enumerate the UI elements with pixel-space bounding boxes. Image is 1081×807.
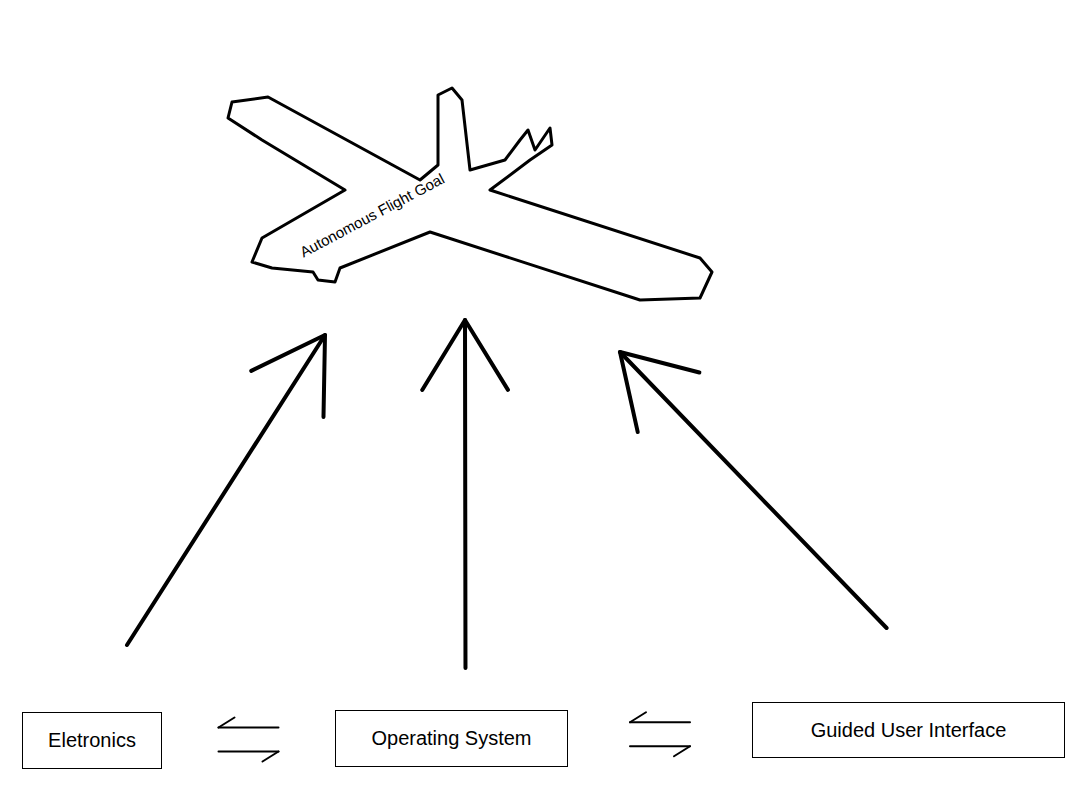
component-box: Guided User Interface xyxy=(752,702,1065,758)
component-box: Eletronics xyxy=(22,712,162,769)
harpoon-stroke xyxy=(219,718,235,728)
harpoon-stroke xyxy=(630,745,690,747)
arrow-stroke xyxy=(127,335,325,645)
harpoon-stroke xyxy=(219,727,279,729)
contribution-arrow xyxy=(127,335,325,645)
contribution-arrow xyxy=(422,320,508,668)
box-label: Eletronics xyxy=(48,729,136,752)
arrow-stroke xyxy=(251,335,325,417)
box-label: Operating System xyxy=(371,727,531,750)
airplane-shape: Autonomous Flight Goal xyxy=(215,80,720,310)
airplane-outline xyxy=(215,80,720,310)
airplane-outline-path xyxy=(228,88,712,300)
arrow-stroke xyxy=(620,352,887,628)
harpoon-stroke xyxy=(219,751,279,753)
harpoon-stroke xyxy=(263,752,279,762)
component-box: Operating System xyxy=(335,710,568,767)
arrow-stroke xyxy=(422,320,508,390)
harpoon-stroke xyxy=(630,712,646,722)
arrow-stroke xyxy=(463,320,467,668)
harpoon-stroke xyxy=(674,746,690,756)
harpoon-stroke xyxy=(630,721,690,723)
exchange-arrow xyxy=(219,718,279,762)
exchange-arrow xyxy=(630,712,690,756)
contribution-arrow xyxy=(620,352,887,628)
box-label: Guided User Interface xyxy=(811,719,1007,742)
arrow-stroke xyxy=(620,352,699,432)
